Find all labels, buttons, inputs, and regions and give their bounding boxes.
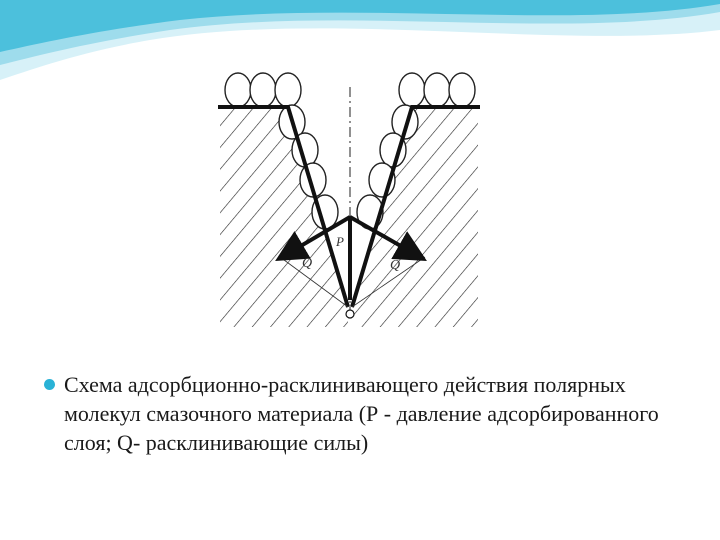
wave-dark-band: [0, 0, 720, 52]
molecule: [224, 72, 252, 108]
right-solid-body: [352, 107, 478, 327]
left-q-guide: [279, 256, 349, 308]
molecule: [448, 72, 476, 108]
left-q-force-arrow: [275, 215, 352, 262]
left-solid-body: [220, 107, 348, 327]
right-surface-outline: [350, 105, 480, 308]
right-q-guide: [351, 256, 426, 308]
label-p: P: [335, 234, 344, 249]
molecule: [274, 72, 302, 108]
label-q-right: Q: [390, 258, 400, 273]
wedge-apex-point: [345, 309, 355, 319]
bullet-icon: [44, 379, 55, 390]
caption-list-item: Схема адсорбционно-расклинивающего дейст…: [44, 370, 684, 457]
adsorption-wedge-diagram: Q P Q: [218, 72, 480, 327]
molecule: [423, 72, 451, 108]
left-surface-outline: [218, 105, 350, 308]
molecule: [398, 72, 426, 108]
label-q-left: Q: [302, 256, 312, 271]
right-q-force-arrow: [349, 215, 427, 261]
diagram-caption: Схема адсорбционно-расклинивающего дейст…: [64, 372, 659, 455]
molecule: [249, 72, 277, 108]
header-wave-decoration: [0, 0, 720, 80]
